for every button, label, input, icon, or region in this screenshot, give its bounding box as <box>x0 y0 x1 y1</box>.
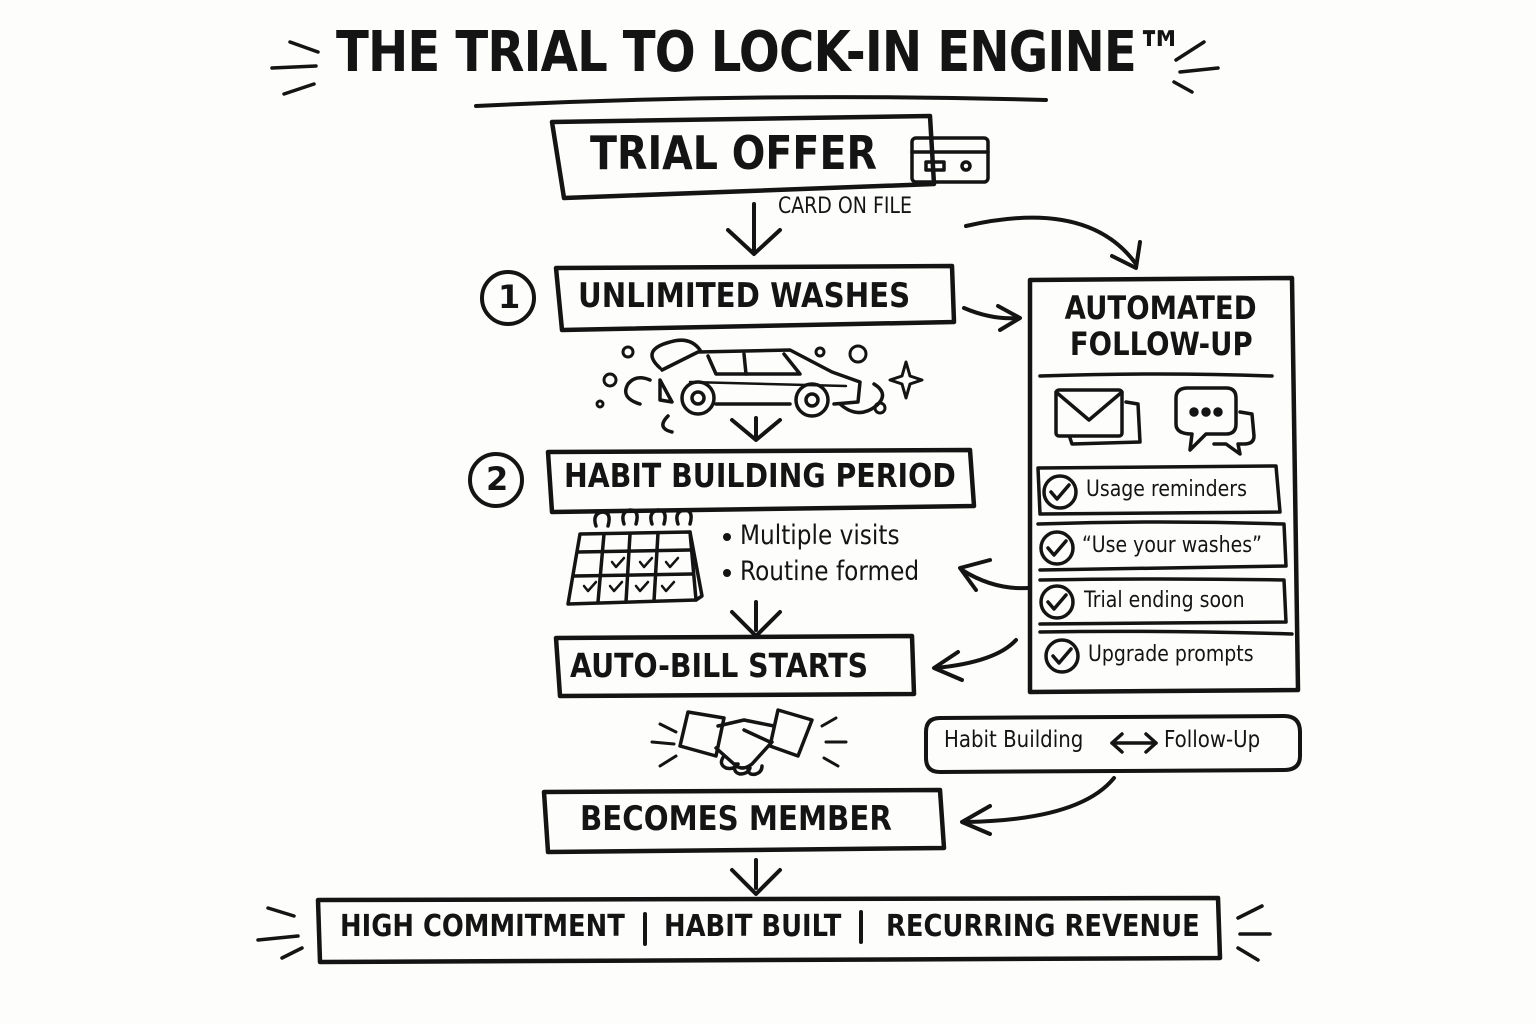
follow-up-item: Upgrade prompts <box>1088 642 1254 667</box>
arrow-unlimited-to-habit <box>730 416 782 442</box>
arrow-card-to-followup <box>964 215 1142 270</box>
habit-building-label: HABIT BUILDING PERIOD <box>564 456 956 495</box>
follow-up-panel <box>1027 275 1301 695</box>
relation-pill <box>924 714 1302 774</box>
step-2-number: 2 <box>486 460 509 498</box>
envelope-icon <box>1054 388 1142 446</box>
step-2-circle <box>468 452 524 508</box>
result-accent-lines <box>256 904 1272 962</box>
bubble-dots <box>595 344 887 415</box>
relation-left-label: Habit Building <box>944 727 1084 753</box>
follow-up-title-line1: AUTOMATED <box>1065 289 1257 327</box>
bullet-dot <box>723 569 731 577</box>
calendar-icon <box>566 508 704 606</box>
arrow-unlimited-to-followup <box>962 304 1022 332</box>
check-icon <box>1039 474 1080 674</box>
auto-bill-label: AUTO-BILL STARTS <box>570 646 869 685</box>
habit-building-box <box>545 447 977 515</box>
chat-icon <box>1174 386 1256 456</box>
step-1-circle <box>480 270 536 326</box>
double-arrow-icon <box>1110 732 1158 754</box>
handshake-accent-lines <box>650 716 848 768</box>
result-box <box>315 895 1223 965</box>
follow-up-divider <box>1038 372 1274 378</box>
follow-up-title-line2: FOLLOW-UP <box>1069 325 1253 363</box>
follow-up-item: Trial ending soon <box>1084 588 1245 613</box>
car-icon <box>624 338 885 434</box>
relation-right-label: Follow-Up <box>1164 727 1261 753</box>
arrow-habit-to-autobill <box>730 600 782 638</box>
habit-bullet-1: Multiple visits <box>740 520 900 551</box>
becomes-member-label: BECOMES MEMBER <box>580 799 892 839</box>
page-title: THE TRIAL TO LOCK-IN ENGINE™ <box>336 20 1184 85</box>
becomes-member-box <box>541 787 947 855</box>
unlimited-washes-box <box>553 263 957 333</box>
arrow-followup-to-autobill <box>932 638 1018 682</box>
title-underline <box>474 95 1048 108</box>
card-on-file-label: CARD ON FILE <box>778 194 912 219</box>
result-item-2: HABIT BUILT <box>664 909 842 944</box>
bullet-dot <box>723 533 731 541</box>
habit-bullet-2: Routine formed <box>740 556 920 587</box>
unlimited-washes-label: UNLIMITED WASHES <box>578 276 911 316</box>
follow-up-item: Usage reminders <box>1086 477 1247 502</box>
follow-up-item: “Use your washes” <box>1082 533 1262 558</box>
credit-card-icon <box>910 136 990 184</box>
arrow-relation-to-member <box>960 776 1116 836</box>
result-dividers <box>643 910 863 946</box>
title-accent-lines <box>270 40 1220 96</box>
step-1-number: 1 <box>498 278 521 316</box>
result-item-3: RECURRING REVENUE <box>886 909 1200 944</box>
trial-offer-label: TRIAL OFFER <box>590 126 877 180</box>
handshake-icon <box>678 708 814 777</box>
trial-offer-box <box>549 113 937 201</box>
result-item-1: HIGH COMMITMENT <box>340 909 625 944</box>
arrow-trial-to-unlimited <box>726 202 782 256</box>
auto-bill-box <box>553 633 917 699</box>
checklist-row-boxes <box>1036 464 1294 636</box>
arrow-followup-to-habit <box>958 558 1030 592</box>
arrow-member-to-result <box>730 858 782 896</box>
sparkle-icon <box>888 360 924 400</box>
